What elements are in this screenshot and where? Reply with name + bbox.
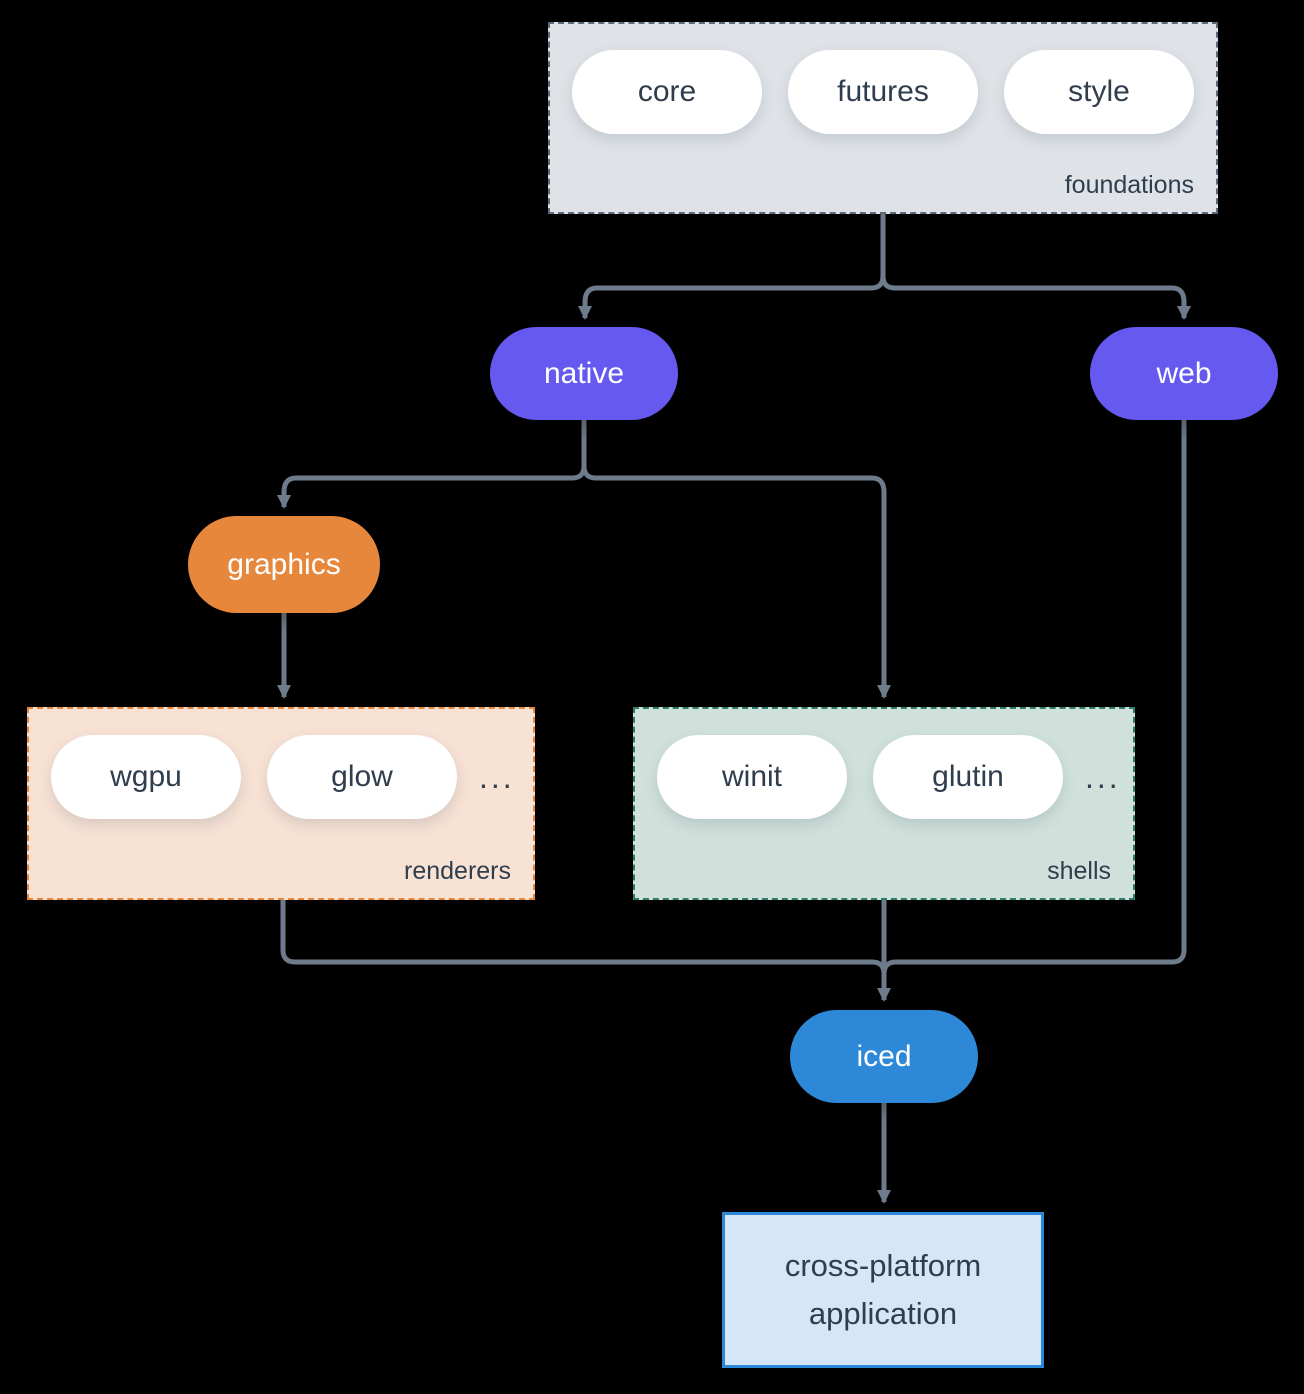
edge-native-to-graphics [277, 420, 587, 509]
edge-renderers-to-merge [280, 900, 887, 975]
shells-group: winit glutin ... shells [633, 707, 1135, 900]
node-native-label: native [543, 356, 625, 390]
node-futures: futures [788, 50, 978, 134]
node-glutin-label: glutin [932, 760, 1004, 793]
node-web: web [1090, 327, 1278, 420]
node-glow-label: glow [331, 760, 393, 793]
edge-native-to-shells [581, 420, 891, 699]
node-glutin: glutin [873, 735, 1063, 819]
node-winit-label: winit [721, 760, 782, 793]
node-graphics-label: graphics [227, 547, 341, 581]
node-application-line2: application [808, 1296, 958, 1331]
node-style: style [1004, 50, 1194, 134]
node-wgpu-label: wgpu [110, 760, 182, 793]
renderers-pill-row: wgpu glow ... [51, 735, 515, 819]
foundations-group: core futures style foundations [548, 22, 1218, 214]
shells-label: shells [1047, 857, 1111, 885]
edge-foundations-to-native [578, 214, 886, 320]
node-glow: glow [267, 735, 457, 819]
foundations-label: foundations [1064, 171, 1194, 199]
node-futures-label: futures [837, 75, 929, 108]
node-application-line1: cross-platform [784, 1247, 982, 1283]
node-winit: winit [657, 735, 847, 819]
node-iced-label: iced [856, 1039, 912, 1073]
shells-ellipsis: ... [1085, 758, 1121, 795]
node-core: core [572, 50, 762, 134]
node-graphics: graphics [188, 516, 380, 613]
node-core-label: core [637, 75, 697, 108]
foundations-pill-row: core futures style [572, 50, 1194, 134]
node-application: cross-platform application [722, 1212, 1044, 1368]
renderers-ellipsis: ... [479, 758, 515, 795]
node-native: native [490, 327, 678, 420]
node-iced: iced [790, 1010, 978, 1103]
edge-foundations-to-web [880, 214, 1191, 320]
renderers-group: wgpu glow ... renderers [27, 707, 535, 900]
node-web-label: web [1156, 356, 1212, 390]
node-style-label: style [1068, 75, 1130, 108]
node-wgpu: wgpu [51, 735, 241, 819]
renderers-label: renderers [404, 857, 511, 885]
shells-pill-row: winit glutin ... [657, 735, 1121, 819]
